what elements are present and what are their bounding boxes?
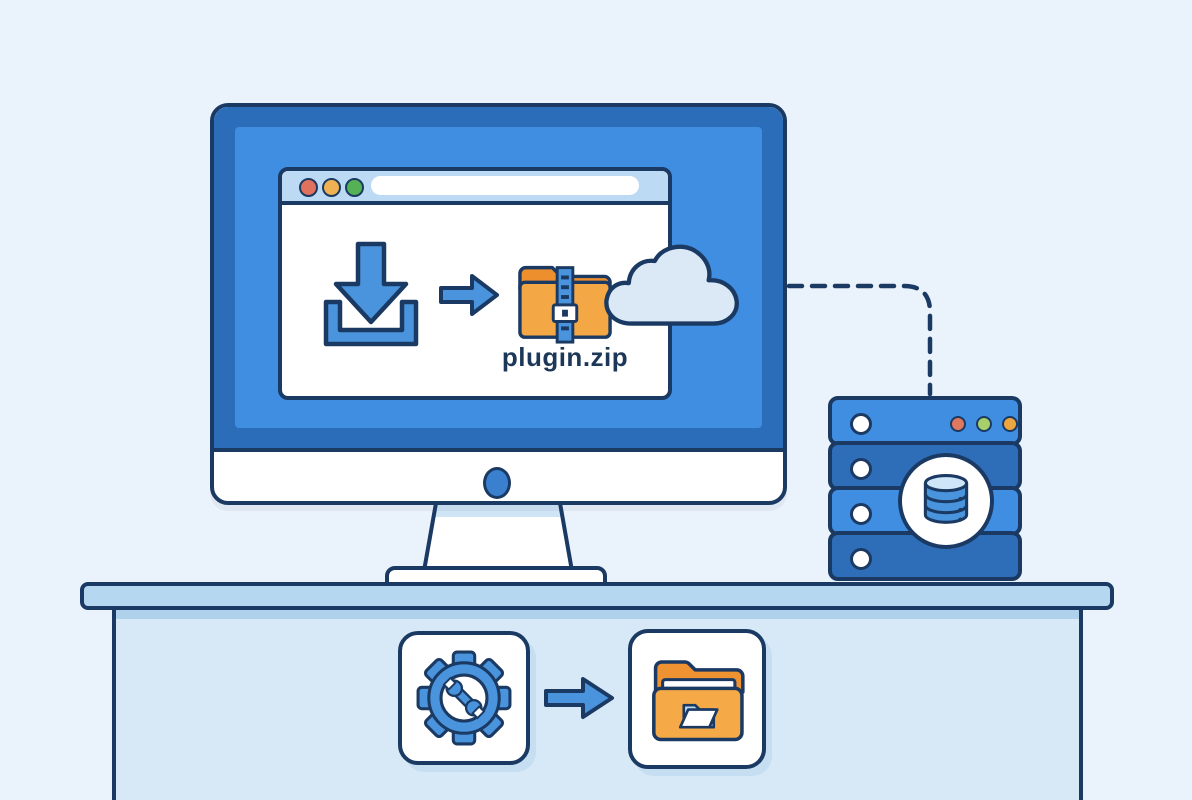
server-stack (828, 396, 1022, 586)
server-unit (828, 396, 1022, 446)
server-led-icon (850, 503, 872, 525)
card-plugins-folder (628, 629, 766, 769)
browser-title-bar (282, 171, 668, 205)
traffic-light-close-icon (299, 178, 318, 197)
zip-folder-icon (518, 265, 612, 344)
status-dot-red-icon (950, 416, 966, 432)
server-led-icon (850, 548, 872, 570)
traffic-light-minimize-icon (322, 178, 341, 197)
database-badge (898, 453, 994, 549)
server-led-icon (850, 413, 872, 435)
monitor-stand-neck (422, 501, 574, 573)
server-led-icon (850, 458, 872, 480)
arrow-right-icon (544, 677, 614, 719)
arrow-right-icon (439, 274, 499, 316)
monitor-camera-dot (483, 467, 511, 499)
gear-wrench-icon (416, 650, 512, 746)
card-install-gear (398, 631, 530, 765)
open-folder-icon (652, 660, 745, 742)
download-icon (323, 241, 419, 347)
status-dot-green-icon (976, 416, 992, 432)
status-dot-orange-icon (1002, 416, 1018, 432)
file-label: plugin.zip (501, 342, 629, 372)
desk-top (80, 582, 1114, 610)
cloud-icon (604, 244, 739, 326)
address-bar (371, 176, 639, 195)
database-icon (923, 474, 969, 524)
traffic-light-zoom-icon (345, 178, 364, 197)
